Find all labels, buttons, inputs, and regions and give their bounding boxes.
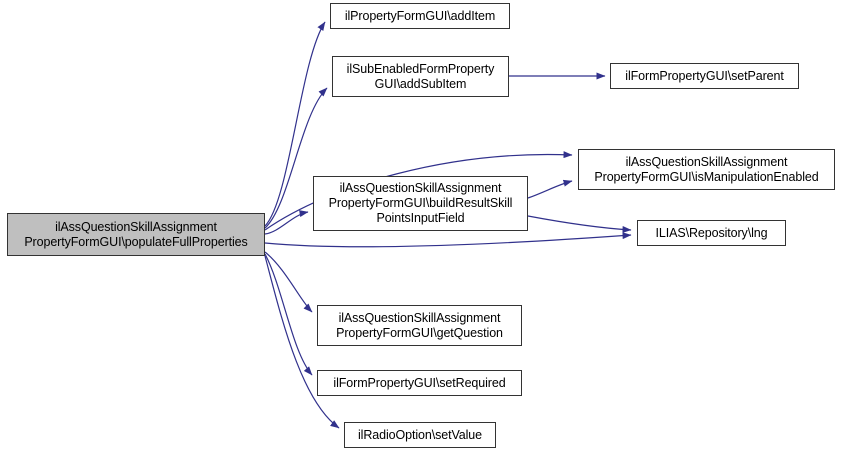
graph-edge-root-to-lng xyxy=(264,232,632,248)
graph-node-label: ilFormPropertyGUI\setRequired xyxy=(333,375,506,390)
graph-node-isManipulationEnabled[interactable]: ilAssQuestionSkillAssignment PropertyFor… xyxy=(578,149,835,190)
graph-edge-buildResultSkillPointsInputField-to-isManipulationEnabled xyxy=(527,179,573,199)
graph-node-label: ilAssQuestionSkillAssignment PropertyFor… xyxy=(328,181,513,225)
graph-node-getQuestion[interactable]: ilAssQuestionSkillAssignment PropertyFor… xyxy=(317,305,522,346)
graph-node-addSubItem[interactable]: ilSubEnabledFormProperty GUI\addSubItem xyxy=(332,56,509,97)
graph-node-lng[interactable]: ILIAS\Repository\lng xyxy=(637,220,786,246)
graph-node-label: ilSubEnabledFormProperty GUI\addSubItem xyxy=(346,61,495,91)
graph-edge-root-to-buildResultSkillPointsInputField xyxy=(264,210,309,235)
graph-node-label: ilAssQuestionSkillAssignment PropertyFor… xyxy=(24,219,248,249)
graph-node-setValue[interactable]: ilRadioOption\setValue xyxy=(344,422,496,448)
graph-node-label: ilAssQuestionSkillAssignment PropertyFor… xyxy=(594,154,819,184)
graph-node-root: ilAssQuestionSkillAssignment PropertyFor… xyxy=(7,213,265,256)
graph-node-label: ilFormPropertyGUI\setParent xyxy=(625,68,784,83)
graph-node-label: ilRadioOption\setValue xyxy=(357,427,483,442)
graph-node-label: ilAssQuestionSkillAssignment PropertyFor… xyxy=(336,310,503,340)
graph-node-buildResultSkillPointsInputField[interactable]: ilAssQuestionSkillAssignment PropertyFor… xyxy=(313,176,528,231)
graph-node-setParent[interactable]: ilFormPropertyGUI\setParent xyxy=(610,63,799,89)
graph-node-setRequired[interactable]: ilFormPropertyGUI\setRequired xyxy=(317,370,522,396)
graph-node-addItem[interactable]: ilPropertyFormGUI\addItem xyxy=(330,3,510,29)
graph-edge-root-to-getQuestion xyxy=(264,251,313,313)
graph-node-label: ILIAS\Repository\lng xyxy=(655,225,768,240)
graph-edge-buildResultSkillPointsInputField-to-lng xyxy=(527,215,632,233)
graph-node-label: ilPropertyFormGUI\addItem xyxy=(344,8,496,23)
graph-edge-root-to-setRequired xyxy=(264,253,313,376)
